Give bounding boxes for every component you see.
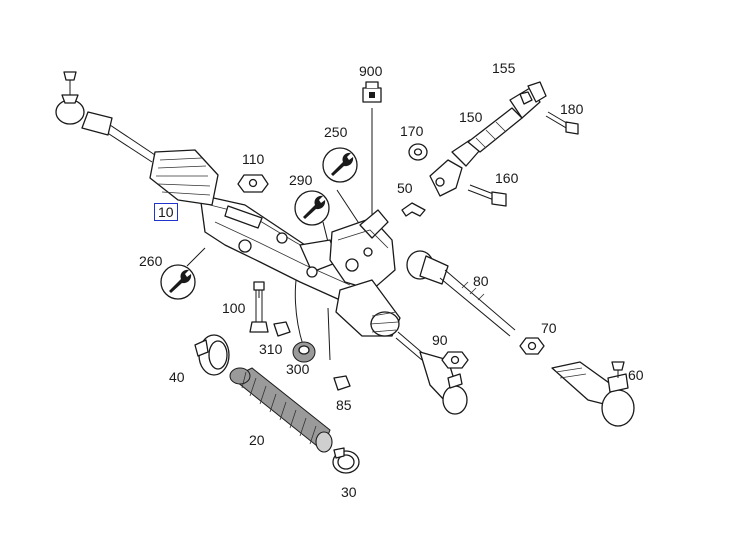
callout-85[interactable]: 85 bbox=[336, 397, 352, 413]
washer-170 bbox=[408, 143, 428, 161]
wrench-icon bbox=[294, 190, 330, 226]
nut-310 bbox=[273, 321, 291, 337]
left-tie-rod-assembly bbox=[55, 71, 219, 206]
callout-155[interactable]: 155 bbox=[492, 60, 516, 76]
callout-170[interactable]: 170 bbox=[400, 123, 424, 139]
bolt-100 bbox=[249, 281, 269, 333]
boot-20 bbox=[229, 367, 333, 453]
clamp-30 bbox=[332, 447, 360, 474]
callout-70[interactable]: 70 bbox=[541, 320, 557, 336]
wrench-icon bbox=[160, 264, 196, 300]
callout-20[interactable]: 20 bbox=[249, 432, 265, 448]
bolt-160 bbox=[467, 184, 507, 207]
nut-90 bbox=[441, 351, 469, 369]
callout-260[interactable]: 260 bbox=[139, 253, 163, 269]
bushing-300 bbox=[292, 341, 316, 363]
callout-60[interactable]: 60 bbox=[628, 367, 644, 383]
tie-rod-end-60 bbox=[551, 361, 635, 427]
callout-90[interactable]: 90 bbox=[432, 332, 448, 348]
callout-310[interactable]: 310 bbox=[259, 341, 283, 357]
nut-85 bbox=[333, 375, 351, 391]
bolt-180 bbox=[545, 111, 579, 135]
callout-100[interactable]: 100 bbox=[222, 300, 246, 316]
callout-250[interactable]: 250 bbox=[324, 124, 348, 140]
callout-900[interactable]: 900 bbox=[359, 63, 383, 79]
inner-tie-rod-80 bbox=[406, 250, 516, 337]
nut-155 bbox=[519, 91, 533, 105]
steering-rack-housing bbox=[199, 194, 427, 361]
bracket-icon bbox=[362, 81, 382, 103]
callout-50[interactable]: 50 bbox=[397, 180, 413, 196]
callout-40[interactable]: 40 bbox=[169, 369, 185, 385]
nut-110 bbox=[237, 174, 269, 193]
callout-150[interactable]: 150 bbox=[459, 109, 483, 125]
callout-160[interactable]: 160 bbox=[495, 170, 519, 186]
callout-110[interactable]: 110 bbox=[242, 151, 265, 167]
callout-80[interactable]: 80 bbox=[473, 273, 489, 289]
wrench-icon bbox=[322, 147, 358, 183]
nut-70 bbox=[519, 337, 545, 355]
callout-180[interactable]: 180 bbox=[560, 101, 584, 117]
clip-50 bbox=[401, 202, 426, 217]
callout-290[interactable]: 290 bbox=[289, 172, 313, 188]
intermediate-shaft-150 bbox=[429, 81, 547, 197]
callout-30[interactable]: 30 bbox=[341, 484, 357, 500]
callout-10-selected[interactable]: 10 bbox=[154, 203, 178, 221]
callout-300[interactable]: 300 bbox=[286, 361, 310, 377]
clamp-40 bbox=[194, 334, 230, 376]
